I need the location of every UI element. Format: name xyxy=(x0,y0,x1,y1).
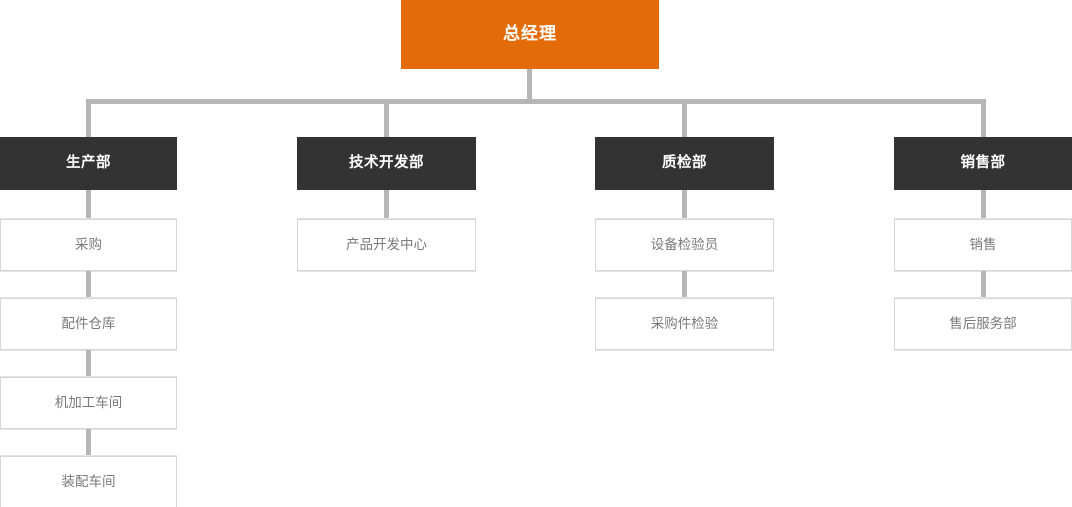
node-leaf-after-sales-service[interactable]: 售后服务部 xyxy=(894,298,1072,350)
connector-production-1 xyxy=(86,190,91,219)
connector-sales-2 xyxy=(981,271,986,298)
connector-drop-technical xyxy=(384,99,389,138)
node-general-manager[interactable]: 总经理 xyxy=(401,0,659,69)
node-leaf-sales[interactable]: 销售 xyxy=(894,219,1072,271)
connector-horizontal-bus xyxy=(86,99,986,104)
connector-quality-2 xyxy=(682,271,687,298)
node-leaf-product-development-center[interactable]: 产品开发中心 xyxy=(297,219,476,271)
node-leaf-assembly-workshop[interactable]: 装配车间 xyxy=(0,456,177,507)
node-leaf-machining-workshop[interactable]: 机加工车间 xyxy=(0,377,177,429)
connector-sales-1 xyxy=(981,190,986,219)
node-department-technical[interactable]: 技术开发部 xyxy=(297,137,476,190)
connector-drop-sales xyxy=(981,99,986,138)
connector-quality-1 xyxy=(682,190,687,219)
node-department-sales[interactable]: 销售部 xyxy=(894,137,1072,190)
connector-production-4 xyxy=(86,429,91,456)
node-department-production[interactable]: 生产部 xyxy=(0,137,177,190)
connector-production-2 xyxy=(86,271,91,298)
connector-root-stem xyxy=(527,69,532,102)
connector-drop-production xyxy=(86,99,91,138)
node-department-quality[interactable]: 质检部 xyxy=(595,137,774,190)
node-leaf-equipment-inspector[interactable]: 设备检验员 xyxy=(595,219,774,271)
connector-production-3 xyxy=(86,350,91,377)
connector-drop-quality xyxy=(682,99,687,138)
node-leaf-procurement[interactable]: 采购 xyxy=(0,219,177,271)
connector-technical-1 xyxy=(384,190,389,219)
node-leaf-purchased-parts-inspection[interactable]: 采购件检验 xyxy=(595,298,774,350)
node-leaf-parts-warehouse[interactable]: 配件仓库 xyxy=(0,298,177,350)
